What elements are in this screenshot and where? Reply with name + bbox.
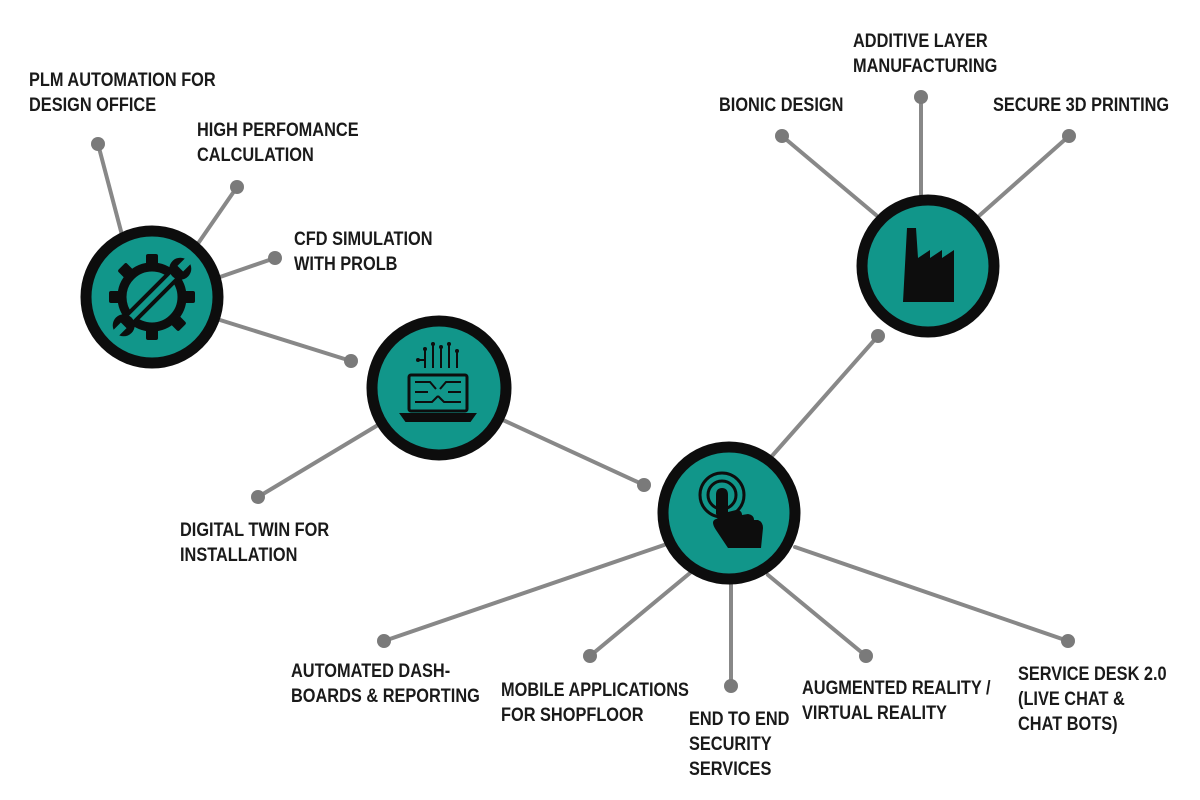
dot-additive: [914, 90, 928, 104]
connector-bionic: [780, 134, 878, 217]
label-line: SERVICES: [689, 759, 772, 780]
label-line: FOR SHOPFLOOR: [501, 705, 644, 726]
connector-cfd: [218, 256, 277, 279]
label-line: BOARDS & REPORTING: [291, 686, 480, 707]
endpoint-dots: [91, 90, 1076, 693]
label-line: VIRTUAL REALITY: [802, 703, 947, 724]
label-high-performance: HIGH PERFOMANCE CALCULATION: [197, 118, 359, 168]
dot-factory-in: [871, 329, 885, 343]
label-line: MANUFACTURING: [853, 56, 998, 77]
dot-mobile: [583, 649, 597, 663]
connector-tools-computer: [218, 318, 353, 363]
label-plm-automation: PLM AUTOMATION FOR DESIGN OFFICE: [29, 68, 216, 118]
label-line: AUGMENTED REALITY /: [802, 678, 991, 699]
label-line: INSTALLATION: [180, 545, 298, 566]
connector-twin: [256, 423, 380, 499]
label-line: DIGITAL TWIN FOR: [180, 520, 330, 541]
connectors: [96, 95, 1071, 688]
label-line: END TO END: [689, 709, 790, 730]
wrench-gear-icon: [109, 254, 195, 340]
connector-mobile: [588, 571, 692, 658]
label-mobile-applications: MOBILE APPLICATIONS FOR SHOPFLOOR: [501, 678, 689, 728]
label-bionic-design: BIONIC DESIGN: [719, 93, 843, 118]
label-automated-dashboards: AUTOMATED DASH- BOARDS & REPORTING: [291, 659, 480, 709]
dot-twin: [251, 490, 265, 504]
dot-secure3d: [1062, 129, 1076, 143]
label-augmented-reality: AUGMENTED REALITY / VIRTUAL REALITY: [802, 676, 991, 726]
label-security-services: END TO END SECURITY SERVICES: [689, 707, 789, 782]
connector-secure3d: [978, 134, 1071, 217]
connector-computer-touch: [501, 418, 646, 487]
label-line: DESIGN OFFICE: [29, 95, 157, 116]
label-digital-twin: DIGITAL TWIN FOR INSTALLATION: [180, 518, 329, 568]
connector-ar: [766, 573, 868, 658]
hub-factory: [856, 194, 1000, 338]
dot-security: [724, 679, 738, 693]
label-line: AUTOMATED DASH-: [291, 661, 451, 682]
dot-bionic: [775, 129, 789, 143]
laptop-circuit-icon: [399, 342, 477, 422]
label-line: CHAT BOTS): [1018, 714, 1118, 735]
label-line: SECURE 3D PRINTING: [993, 95, 1170, 116]
dot-service: [1061, 634, 1075, 648]
label-line: PLM AUTOMATION FOR: [29, 70, 216, 91]
label-service-desk: SERVICE DESK 2.0 (LIVE CHAT & CHAT BOTS): [1018, 662, 1167, 737]
dot-dash: [377, 634, 391, 648]
connector-plm: [96, 142, 124, 237]
label-secure-3d-printing: SECURE 3D PRINTING: [993, 93, 1169, 118]
dot-plm: [91, 137, 105, 151]
label-line: BIONIC DESIGN: [719, 95, 844, 116]
label-line: ADDITIVE LAYER: [853, 31, 988, 52]
connector-dash: [382, 543, 666, 643]
label-line: HIGH PERFOMANCE: [197, 120, 359, 141]
connector-touch-factory: [770, 334, 880, 458]
label-line: (LIVE CHAT &: [1018, 689, 1125, 710]
hub-tools: [80, 225, 224, 369]
factory-icon: [903, 228, 954, 302]
label-line: SECURITY: [689, 734, 772, 755]
dot-hpc: [230, 180, 244, 194]
dot-ar: [859, 649, 873, 663]
label-line: SERVICE DESK 2.0: [1018, 664, 1167, 685]
label-line: CFD SIMULATION: [294, 229, 433, 250]
touch-hand-icon: [698, 471, 763, 548]
label-cfd-simulation: CFD SIMULATION WITH PROLB: [294, 227, 433, 277]
connector-service: [793, 545, 1070, 643]
label-additive-layer: ADDITIVE LAYER MANUFACTURING: [853, 29, 997, 79]
dot-cfd: [268, 251, 282, 265]
hub-touch: [657, 441, 801, 585]
hub-computer: [366, 315, 512, 461]
dot-touch-in: [637, 478, 651, 492]
connector-hpc: [195, 185, 239, 247]
label-line: MOBILE APPLICATIONS: [501, 680, 689, 701]
dot-computer-in: [344, 354, 358, 368]
label-line: WITH PROLB: [294, 254, 398, 275]
label-line: CALCULATION: [197, 145, 314, 166]
